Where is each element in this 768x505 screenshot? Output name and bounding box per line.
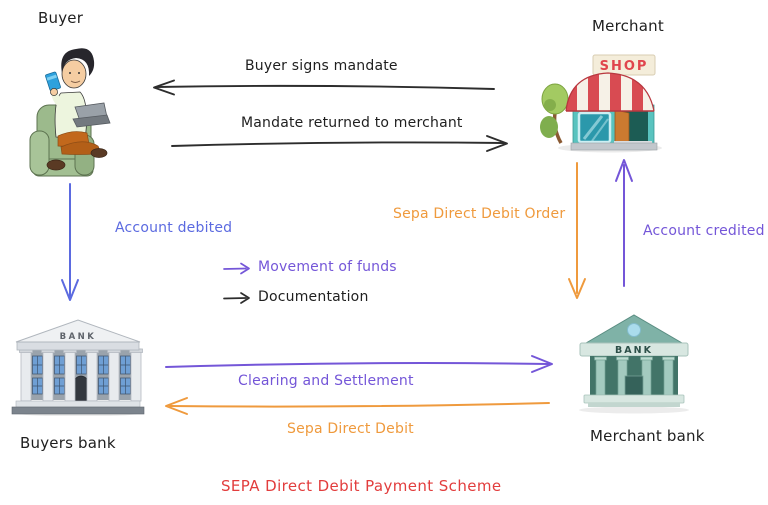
laptop-icon (72, 102, 111, 128)
merchant-bank-label: Merchant bank (590, 427, 705, 445)
merchant-bank-illustration: BANK (579, 314, 689, 414)
merchant-label: Merchant (592, 17, 664, 35)
diagram-title: SEPA Direct Debit Payment Scheme (221, 477, 502, 495)
buyers-bank-label: Buyers bank (20, 434, 116, 452)
arrow-sepa-direct-debit (165, 397, 550, 415)
bank-door-icon (624, 375, 644, 396)
awning-icon (565, 72, 655, 112)
mandate-returned-label: Mandate returned to merchant (241, 115, 463, 131)
sepa-direct-debit-label: Sepa Direct Debit (287, 421, 414, 437)
shop-sign-board: SHOP (592, 54, 656, 76)
buyer-signs-mandate-label: Buyer signs mandate (245, 58, 398, 74)
clearing-and-settlement-label: Clearing and Settlement (238, 373, 414, 389)
merchant-shop-illustration: SHOP (540, 54, 662, 153)
arrow-account-debited (61, 183, 79, 301)
legend-documentation-arrow-icon (223, 292, 250, 304)
buyers-bank-illustration: BANK (11, 319, 145, 416)
account-credited-label: Account credited (643, 223, 765, 239)
buyer-person-icon (45, 48, 111, 171)
buyer-label: Buyer (38, 9, 84, 27)
account-debited-label: Account debited (115, 220, 233, 236)
shop-sign-text: SHOP (600, 59, 649, 74)
legend-funds-arrow-icon (223, 262, 250, 275)
arrow-mandate-returned-to-merchant (171, 135, 508, 152)
arrow-clearing-and-settlement (165, 355, 553, 373)
buyer-illustration (29, 48, 111, 177)
merchant-bank-sign-text: BANK (615, 345, 653, 356)
arrow-buyer-signs-mandate (153, 79, 495, 96)
bank-door-icon (73, 375, 89, 402)
shop-door-icon (614, 109, 630, 146)
buyers-bank-sign-text: BANK (60, 332, 97, 342)
tree-icon (540, 83, 569, 144)
arrow-account-credited (615, 159, 633, 287)
legend-documentation-label: Documentation (258, 289, 369, 305)
sepa-direct-debit-order-label: Sepa Direct Debit Order (393, 206, 566, 222)
arrow-sepa-direct-debit-order (568, 162, 586, 299)
bank-windows (32, 355, 131, 395)
legend-movement-of-funds-label: Movement of funds (258, 259, 397, 275)
